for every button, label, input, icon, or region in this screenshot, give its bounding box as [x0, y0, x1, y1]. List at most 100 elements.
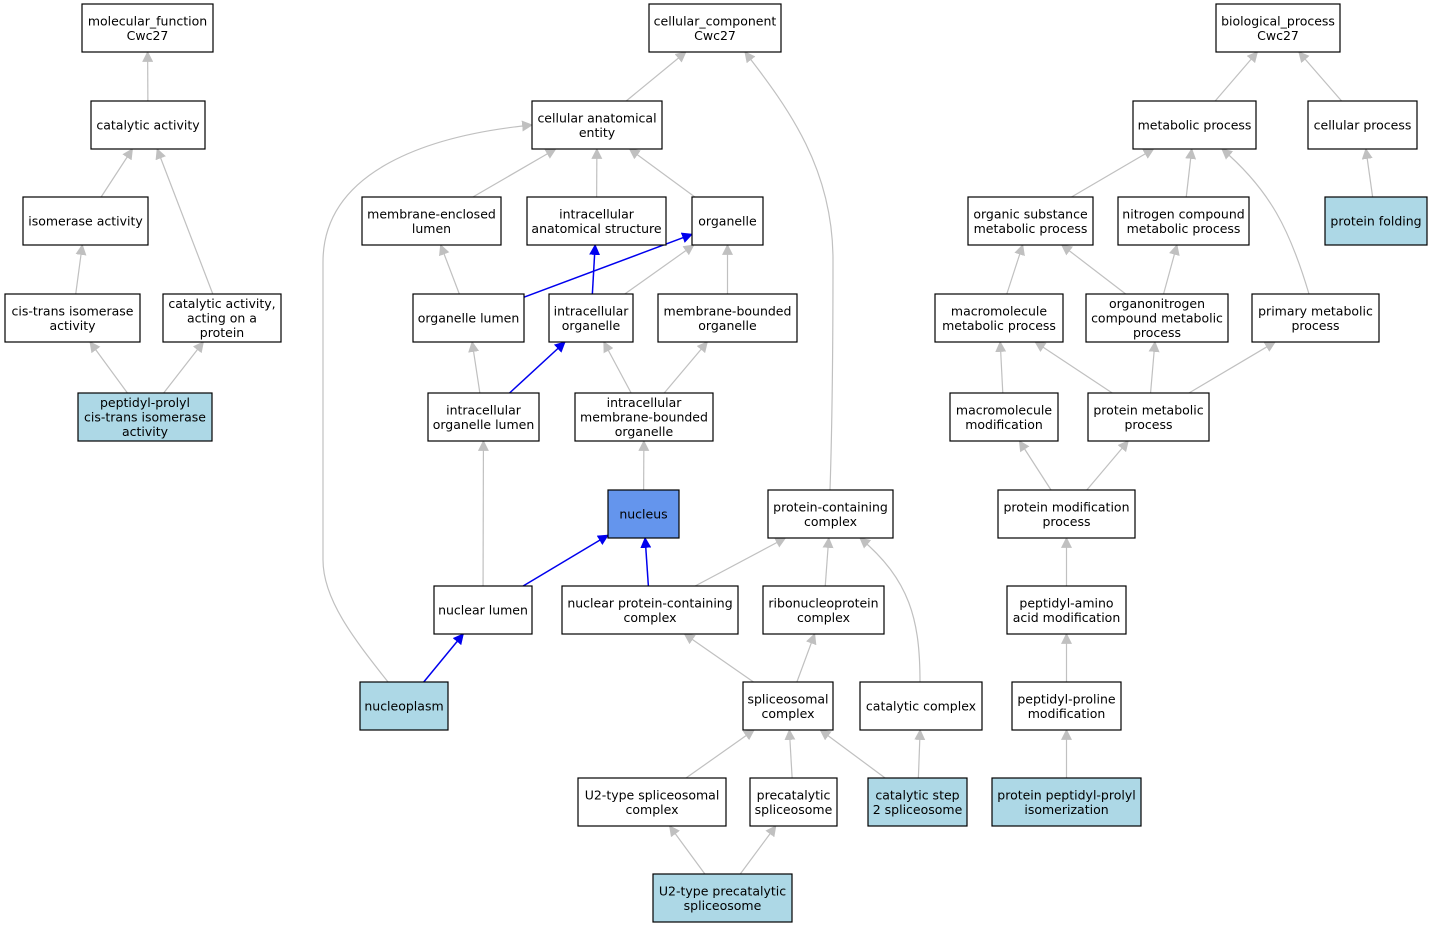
node-box — [991, 777, 1142, 827]
node-nucleus[interactable]: nucleus — [607, 489, 680, 539]
edge-organelle-to-cae — [628, 148, 696, 198]
edge-olumen-to-mel — [439, 243, 460, 295]
node-label: metabolic process — [974, 221, 1088, 236]
node-cellproc[interactable]: cellular process — [1307, 100, 1418, 150]
node-label: cellular process — [1314, 118, 1412, 133]
edge-iol-to-olumen — [468, 340, 481, 394]
node-box — [1085, 293, 1229, 343]
node-catcx[interactable]: catalytic complex — [859, 681, 983, 731]
node-label: complex — [624, 610, 677, 625]
edge-nucleoplasm-to-cae — [322, 120, 534, 683]
node-label: entity — [579, 125, 616, 140]
node-label: metabolic process — [1127, 221, 1241, 236]
edge-spliceo-to-rnp — [796, 632, 817, 683]
edge-oncmp-to-osmp — [1060, 244, 1127, 295]
node-catact[interactable]: catalytic activity — [90, 100, 206, 150]
edge-catcx-to-pcc — [859, 537, 921, 683]
edge-cs2-to-spliceo — [819, 729, 886, 779]
node-label: lumen — [412, 221, 451, 236]
node-box — [967, 196, 1094, 246]
edge-cellproc-to-bp — [1298, 51, 1343, 102]
edge-imbo-to-iorg — [603, 341, 632, 394]
node-organelle[interactable]: organelle — [691, 196, 764, 246]
node-label: peptidyl-proline — [1017, 691, 1116, 706]
node-box — [81, 3, 214, 53]
node-label: organelle — [615, 424, 674, 439]
node-box — [742, 681, 834, 731]
edge-nucleoplasm-to-nlumen — [423, 633, 464, 683]
node-box — [657, 293, 798, 343]
node-label: acting on a — [187, 311, 257, 326]
node-label: activity — [122, 424, 169, 439]
node-metab[interactable]: metabolic process — [1132, 100, 1257, 150]
node-box — [997, 489, 1136, 539]
node-label: intracellular — [607, 395, 683, 410]
node-box — [1251, 293, 1380, 343]
node-label: complex — [626, 802, 679, 817]
node-label: activity — [49, 318, 96, 333]
node-label: catalytic activity, — [168, 296, 275, 311]
node-label: U2-type spliceosomal — [585, 787, 720, 802]
edge-osmp-to-metab — [1071, 148, 1155, 198]
node-box — [1215, 3, 1341, 53]
node-box — [859, 681, 983, 731]
node-olumen[interactable]: organelle lumen — [412, 293, 525, 343]
node-box — [1087, 392, 1210, 442]
node-label: process — [1291, 318, 1339, 333]
edge-pmp-to-metab — [1221, 148, 1310, 295]
node-label: anatomical structure — [531, 221, 661, 236]
node-box — [77, 392, 213, 442]
edges-layer — [75, 50, 1374, 875]
edge-pmod-to-protmp — [1086, 440, 1129, 491]
node-label: Cwc27 — [1257, 28, 1299, 43]
node-isoact[interactable]: isomerase activity — [22, 196, 149, 246]
node-box — [90, 100, 206, 150]
edge-oncmp-to-ncmp — [1162, 243, 1180, 295]
node-box — [1011, 681, 1122, 731]
node-label: isomerase activity — [28, 214, 143, 229]
node-label: nuclear lumen — [438, 603, 528, 618]
node-pfold[interactable]: protein folding — [1324, 196, 1428, 246]
node-label: organelle lumen — [418, 311, 520, 326]
node-box — [749, 777, 838, 827]
node-box — [359, 681, 449, 731]
node-box — [4, 293, 141, 343]
edge-iol-to-iorg — [509, 341, 566, 394]
node-nucleoplasm[interactable]: nucleoplasm — [359, 681, 449, 731]
node-nlumen[interactable]: nuclear lumen — [433, 585, 533, 635]
node-label: organelle lumen — [433, 417, 535, 432]
